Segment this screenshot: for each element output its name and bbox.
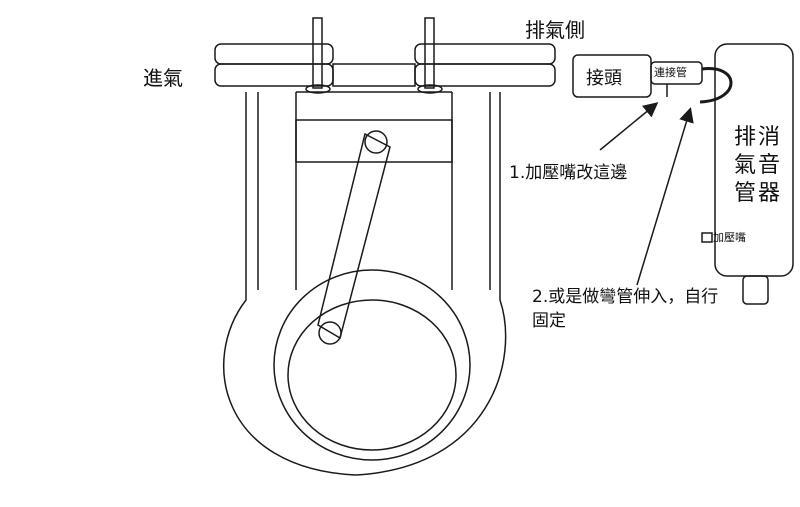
crank-wheel-inner [287,299,457,451]
combustion-chamber [295,91,453,290]
note2-text: 2.或是做彎管伸入，自行固定 [532,287,719,331]
bent-pipe [699,67,733,104]
head-plate-right-lower [414,63,556,87]
connector-box [650,61,703,85]
intake-label: 進氣 [143,66,183,90]
arrow-note2 [636,107,694,286]
connector-pipe-label: 連接管 [654,66,687,79]
intake-valve-stem [312,17,323,89]
head-center-block [332,63,416,87]
connecting-rod [317,132,391,340]
muffler-label: 排消氣音管器 [734,125,783,206]
pressure-nozzle-square [701,232,713,243]
head-plate-left-lower [214,63,334,87]
joint-label: 接頭 [586,68,622,89]
pressure-nozzle-label: 加壓嘴 [713,231,746,244]
exhaust-valve-head [417,84,443,94]
arrow-note1 [599,102,659,151]
note1-text: 1.加壓嘴改這邊 [509,163,628,183]
muffler-outlet [742,275,769,305]
intake-valve-head [305,84,331,94]
crankcase-outline [223,92,507,476]
exhaust-side-label: 排氣側 [525,18,585,42]
exhaust-valve-stem [424,17,435,89]
head-plate-right-upper [414,43,556,65]
head-plate-left-upper [214,43,334,65]
piston [295,119,453,163]
crank-wheel-outer [273,269,471,461]
crank-pin [318,321,342,345]
wrist-pin [364,130,388,154]
